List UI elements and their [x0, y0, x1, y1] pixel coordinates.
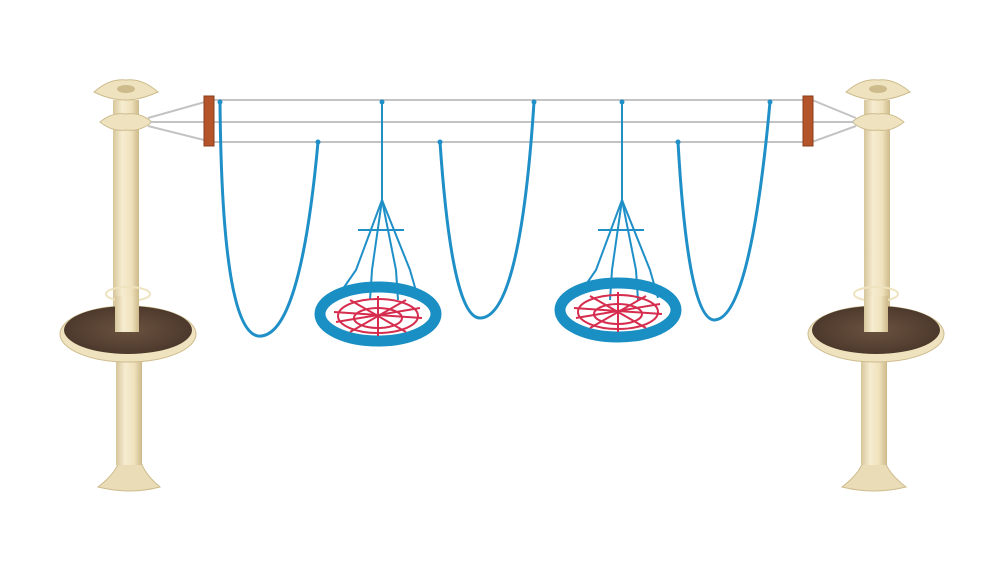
right-post-cap-hole	[869, 85, 887, 93]
left-nest-swing	[314, 102, 442, 347]
right-swing-net	[573, 292, 663, 332]
cable-attachment-points	[217, 99, 773, 145]
cable-top	[147, 99, 857, 119]
cable-bottom	[147, 125, 857, 143]
left-post-lower-shaft	[116, 345, 142, 465]
right-post-upper-shaft	[864, 100, 890, 330]
right-swing-ring	[554, 277, 682, 343]
right-wooden-spacer	[802, 95, 814, 147]
right-post-base	[840, 454, 908, 492]
left-post-upper-shaft	[113, 100, 139, 330]
right-platform	[807, 286, 945, 363]
left-post-through-platform	[115, 296, 139, 332]
right-post-through-platform	[864, 296, 888, 332]
hanging-rope-loop-center	[438, 100, 536, 320]
left-platform	[59, 286, 197, 363]
left-post-clamp	[99, 113, 153, 131]
left-post-base	[96, 454, 162, 492]
hanging-rope-loop-left	[218, 100, 320, 338]
left-post-cap-hole	[117, 85, 135, 93]
hanging-ropes	[218, 100, 772, 338]
right-nest-swing	[554, 102, 682, 343]
hanging-rope-loop-right	[676, 100, 772, 322]
right-post-clamp	[851, 113, 905, 131]
left-swing-net	[333, 296, 423, 336]
right-post-lower-shaft	[861, 345, 887, 465]
left-swing-ring	[314, 281, 442, 347]
left-post	[93, 79, 162, 492]
left-wooden-spacer	[203, 95, 215, 147]
steel-cables	[147, 99, 857, 143]
right-post	[840, 79, 911, 492]
